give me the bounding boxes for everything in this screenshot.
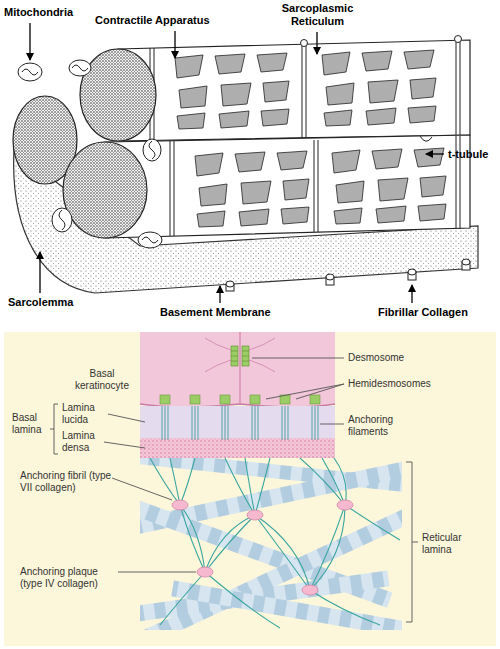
t-tubules bbox=[150, 36, 462, 141]
reticular-fibers bbox=[140, 458, 402, 630]
lamina-lucida bbox=[140, 406, 335, 438]
leader-arrows bbox=[30, 23, 444, 303]
part-label: Basal lamina bbox=[12, 412, 50, 436]
part-label: Lamina lucida bbox=[62, 402, 106, 426]
myofibril-end bbox=[80, 49, 156, 141]
mitochondria bbox=[18, 60, 162, 248]
part-label: Desmosome bbox=[348, 352, 404, 364]
t-tubules bbox=[170, 136, 460, 236]
part-label: Mitochondria bbox=[4, 6, 73, 19]
part-label: Contractile Apparatus bbox=[95, 14, 210, 27]
part-label: Anchoring plaque (type IV collagen) bbox=[20, 566, 120, 590]
part-label: Sarcoplasmic Reticulum bbox=[270, 2, 365, 28]
skin-basement-membrane bbox=[4, 332, 500, 649]
part-label: t-tubule bbox=[448, 148, 488, 161]
hemidesmosomes bbox=[160, 395, 320, 440]
muscle-fiber bbox=[13, 23, 478, 303]
lamina-densa bbox=[140, 438, 335, 458]
part-label: Anchoring fibril (type VII collagen) bbox=[20, 470, 120, 494]
part-label: Sarcolemma bbox=[8, 296, 73, 309]
myofibril bbox=[105, 135, 470, 238]
part-label: Lamina densa bbox=[62, 430, 106, 454]
myofibril bbox=[118, 40, 470, 141]
part-label: Reticular lamina bbox=[422, 532, 482, 556]
part-label: Hemidesmosomes bbox=[348, 378, 431, 390]
fibrillar-collagen bbox=[226, 259, 470, 291]
part-label: Fibrillar Collagen bbox=[378, 306, 468, 319]
desmosome bbox=[205, 338, 275, 372]
part-label: Basal keratinocyte bbox=[70, 368, 134, 392]
leader-lines bbox=[50, 358, 418, 622]
part-label: Basement Membrane bbox=[160, 306, 271, 319]
part-label: Anchoring filaments bbox=[348, 414, 420, 438]
myofibril-end bbox=[63, 142, 147, 238]
